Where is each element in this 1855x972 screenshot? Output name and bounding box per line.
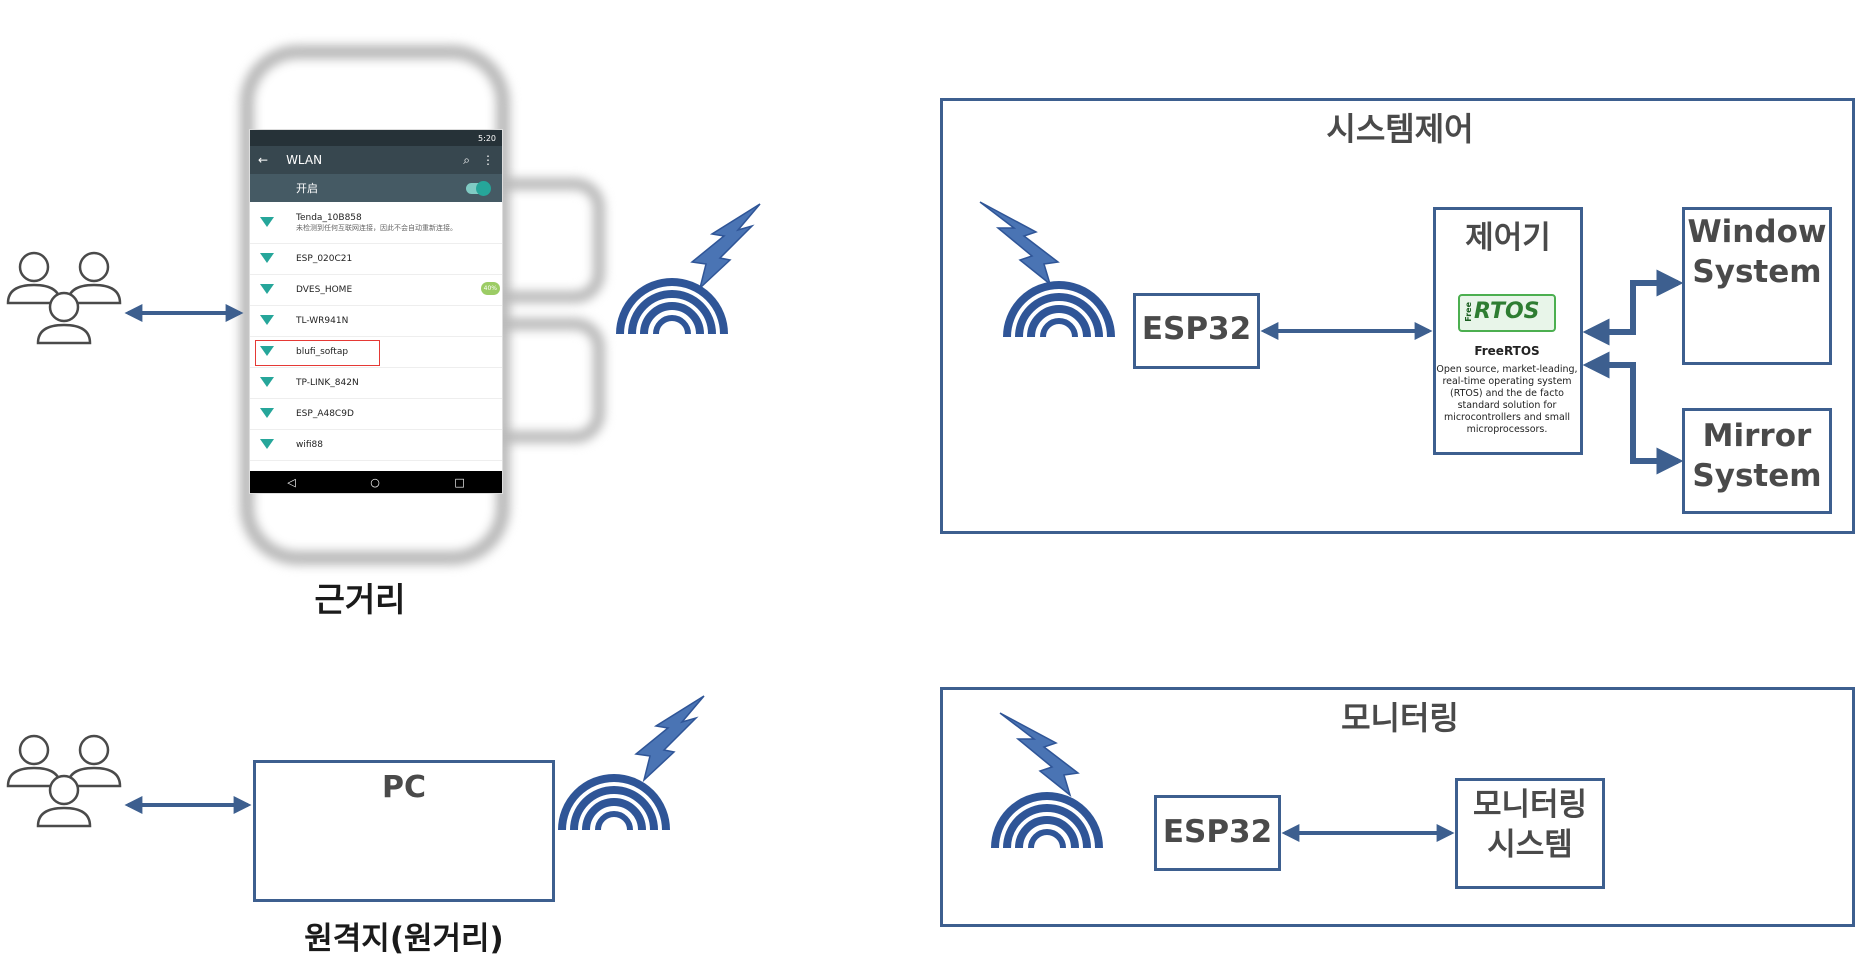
nav-back-icon[interactable]: ◁: [287, 475, 296, 489]
esp32-label-monitoring: ESP32: [1162, 814, 1273, 850]
wifi-icon: [260, 284, 274, 294]
esp32-label-control: ESP32: [1141, 311, 1252, 347]
pc-label: PC: [381, 770, 426, 805]
network-item[interactable]: DVES_HOME 40%: [250, 275, 502, 306]
mirror-system-box: [1682, 408, 1832, 514]
wifi-icon: [260, 315, 274, 325]
wifi-icon: [260, 346, 274, 356]
toggle-label: 开启: [296, 182, 318, 195]
lightning-icon-pc: [635, 695, 705, 781]
network-ssid: wifi88: [296, 440, 323, 450]
status-time: 5:20: [478, 133, 496, 143]
lightning-icon-control: [979, 201, 1059, 285]
network-ssid: DVES_HOME: [296, 285, 353, 295]
lightning-icon-phone: [691, 203, 761, 289]
arrow-controller-window: [1582, 269, 1684, 346]
wlan-toggle-row[interactable]: 开启: [250, 174, 502, 202]
network-ssid: Tenda_10B858: [296, 212, 362, 223]
phone-nav-bar: ◁ ○ □: [250, 471, 502, 493]
search-icon[interactable]: ⌕: [463, 152, 470, 167]
window-system-box: [1682, 207, 1832, 365]
back-arrow-icon[interactable]: ←: [258, 153, 269, 167]
users-icon-near: [8, 253, 120, 343]
freertos-description: Open source, market-leading, real-time o…: [1436, 364, 1578, 435]
phone-status-bar: 5:20: [250, 130, 502, 146]
monitoring-frame: [940, 687, 1855, 927]
nav-home-icon[interactable]: ○: [370, 475, 380, 489]
wlan-toggle[interactable]: [466, 181, 491, 196]
wifi-icon: [260, 377, 274, 387]
network-item[interactable]: Tenda_10B858 未检测到任何互联网连接，因此不会自动重新连接。: [250, 202, 502, 244]
network-item[interactable]: ESP_A48C9D: [250, 399, 502, 430]
mirror-system-label: Mirror System: [1692, 418, 1822, 494]
network-ssid: TP-LINK_842N: [296, 378, 359, 388]
wifi-icon: [260, 408, 274, 418]
wifi-icon: [260, 216, 274, 227]
antenna-icon-control: [1007, 285, 1111, 337]
app-title: WLAN: [286, 153, 323, 167]
arrow-controller-mirror: [1582, 351, 1684, 475]
esp32-box-control: [1133, 293, 1260, 369]
phone-app-bar: ← WLAN ⌕ ⋮: [250, 146, 502, 174]
window-system-label: Window System: [1687, 214, 1827, 290]
controller-label: 제어기: [1465, 220, 1551, 256]
network-detail: 未检测到任何互联网连接，因此不会自动重新连接。: [296, 223, 457, 232]
more-icon[interactable]: ⋮: [482, 153, 494, 167]
network-item[interactable]: TP-LINK_842N: [250, 368, 502, 399]
pc-box: [253, 760, 555, 902]
network-ssid: ESP_A48C9D: [296, 409, 354, 419]
freertos-panel: Free RTOS FreeRTOS Open source, market-l…: [1432, 290, 1582, 450]
signal-badge: 40%: [480, 282, 500, 295]
monitoring-title: 모니터링: [1341, 699, 1459, 737]
antenna-icon-monitoring: [995, 796, 1099, 848]
phone-screen: 5:20 ← WLAN ⌕ ⋮ 开启 Tenda_10B858 未检测到任何互联…: [250, 130, 502, 493]
network-ssid: ESP_020C21: [296, 254, 353, 264]
freertos-name: FreeRTOS: [1474, 344, 1540, 358]
antenna-icon-phone: [620, 282, 724, 334]
antenna-icon-pc: [562, 778, 666, 830]
monitoring-system-label: 모니터링 시스템: [1472, 787, 1588, 863]
near-caption: 근거리: [314, 580, 406, 619]
remote-caption: 원격지(원거리): [304, 921, 504, 957]
wifi-icon: [260, 439, 274, 449]
freertos-logo: Free RTOS: [1458, 294, 1556, 332]
network-item[interactable]: ESP_020C21: [250, 244, 502, 275]
system-control-title: 시스템제어: [1326, 110, 1474, 148]
phone-frame-side-lower: [490, 318, 605, 443]
selection-highlight: [255, 340, 380, 366]
freertos-logo-rtos: RTOS: [1474, 299, 1540, 324]
wifi-icon: [260, 253, 274, 263]
lightning-icon-monitoring: [999, 712, 1079, 796]
network-ssid: blufi_softap: [296, 347, 349, 357]
monitoring-system-box: [1455, 778, 1605, 889]
network-item[interactable]: TL-WR941N: [250, 306, 502, 337]
phone-frame-side-upper: [490, 178, 605, 303]
users-icon-remote: [8, 736, 120, 826]
network-item-selected[interactable]: blufi_softap: [250, 337, 502, 368]
network-ssid: TL-WR941N: [296, 316, 349, 326]
nav-recent-icon[interactable]: □: [454, 475, 465, 489]
esp32-box-monitoring: [1154, 795, 1281, 871]
network-item[interactable]: wifi88: [250, 430, 502, 461]
